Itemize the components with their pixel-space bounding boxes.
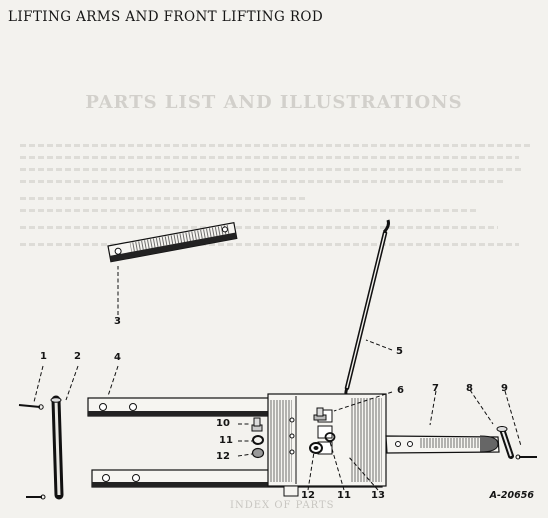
bleed-through-text — [20, 138, 540, 255]
nut — [251, 447, 265, 459]
callout-10: 10 — [216, 418, 230, 429]
callout-13: 13 — [371, 490, 385, 501]
callout-7: 7 — [432, 383, 439, 394]
nut-on-plate — [313, 446, 319, 450]
lifting-arm-upper — [107, 221, 238, 263]
cotter-pin-lower — [26, 494, 46, 500]
figure-reference: A-20656 — [489, 490, 534, 501]
lifting-arm-assembly — [87, 393, 387, 497]
lockwasher — [252, 435, 264, 445]
bleed-through-footer: INDEX OF PARTS — [230, 500, 335, 511]
washer-on-plate — [324, 432, 336, 442]
callout-12-bottom: 12 — [301, 490, 315, 501]
bolt — [251, 417, 263, 432]
callout-11-left: 11 — [219, 435, 233, 446]
callout-6: 6 — [397, 385, 404, 396]
callout-9: 9 — [501, 383, 508, 394]
callout-1: 1 — [40, 351, 47, 362]
bleed-through-heading: PARTS LIST AND ILLUSTRATIONS — [85, 92, 463, 113]
callout-3: 3 — [114, 316, 121, 327]
clevis-pin — [496, 426, 514, 459]
lifting-link — [385, 435, 500, 454]
bolt-on-plate — [313, 407, 327, 421]
callout-5: 5 — [396, 346, 403, 357]
pin — [50, 395, 64, 500]
callout-8: 8 — [466, 383, 473, 394]
page-title: LIFTING ARMS AND FRONT LIFTING ROD — [8, 9, 324, 25]
callout-2: 2 — [74, 351, 81, 362]
leader-lines — [33, 266, 522, 491]
callout-11-bottom: 11 — [337, 490, 351, 501]
front-lifting-rod — [344, 219, 390, 402]
cotter-pin-right — [515, 454, 537, 460]
cotter-pin-upper — [18, 404, 44, 410]
callout-12-left: 12 — [216, 451, 230, 462]
callout-4: 4 — [114, 352, 121, 363]
